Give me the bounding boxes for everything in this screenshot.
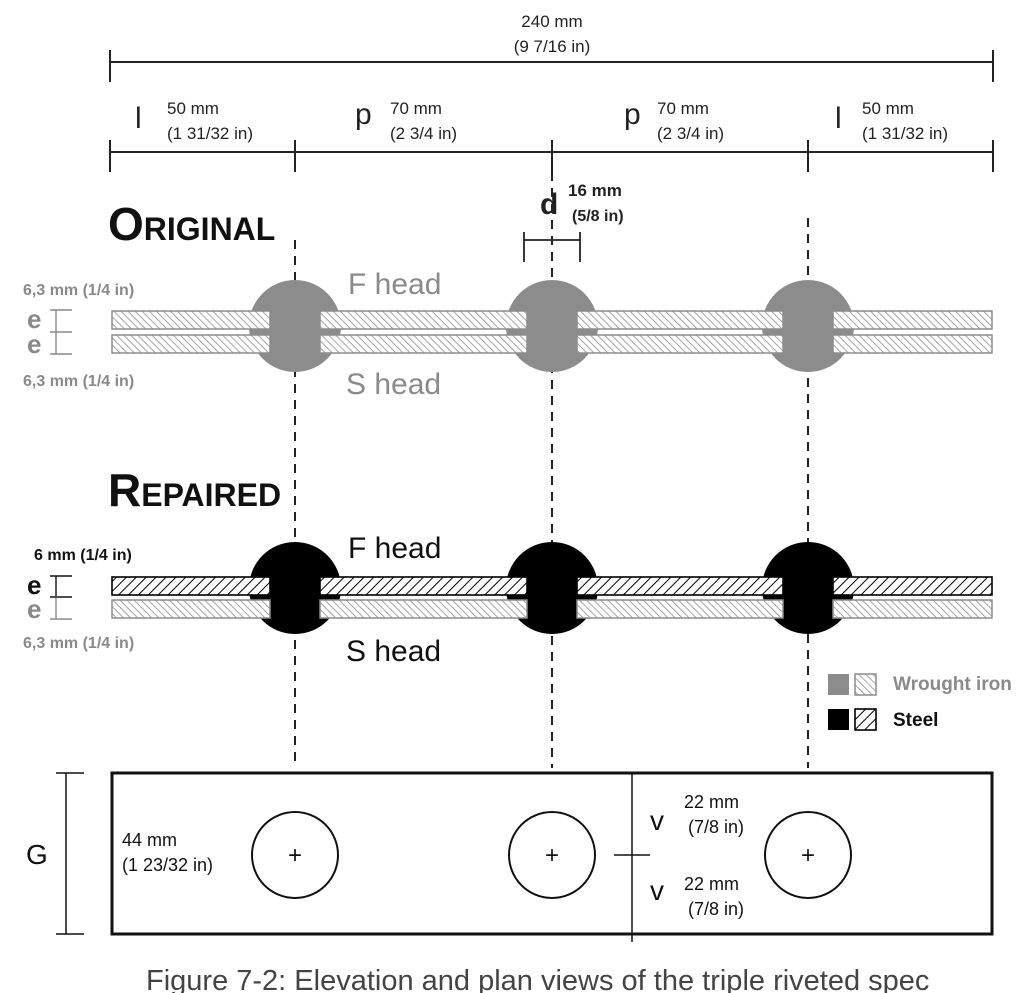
legend-wrought-iron-swatch xyxy=(828,674,849,695)
segment-4-symbol: l xyxy=(835,102,842,135)
diameter-imperial: (5/8 in) xyxy=(572,208,624,225)
original-thickness-top: 6,3 mm (1/4 in) xyxy=(23,282,134,299)
rivet-head xyxy=(249,542,341,634)
repaired-thickness-bottom: 6,3 mm (1/4 in) xyxy=(23,635,134,652)
plate-segment xyxy=(832,334,993,354)
plate-segment xyxy=(111,334,271,354)
v-bottom-symbol: v xyxy=(650,875,664,906)
rivet-centerlines xyxy=(294,172,809,768)
rivet-hole xyxy=(251,811,339,899)
original-thickness-ticks xyxy=(50,309,72,355)
repaired-thickness-ticks xyxy=(50,575,72,620)
hole-center-marker: + xyxy=(545,842,559,869)
repaired-f-head: F head xyxy=(348,532,441,565)
original-e-bottom: e xyxy=(27,329,41,359)
segment-dimensions: l 50 mm (1 31/32 in) p 70 mm (2 3/4 in) … xyxy=(109,98,994,172)
segment-2-symbol: p xyxy=(355,98,372,131)
plate-segment xyxy=(111,310,271,330)
segment-3-imperial: (2 3/4 in) xyxy=(657,124,724,143)
original-f-head: F head xyxy=(348,268,441,301)
plan-view: G 44 mm (1 23/32 in) + + + v 22 mm (7/8 … xyxy=(26,771,994,942)
overall-imperial: (9 7/16 in) xyxy=(514,37,591,56)
plate-segment xyxy=(319,576,528,596)
segment-1-value: 50 mm xyxy=(167,99,219,118)
repaired-title: REPAIRED xyxy=(108,464,281,516)
figure-caption: Figure 7-2: Elevation and plan views of … xyxy=(146,965,929,993)
repaired-e-bottom: e xyxy=(27,594,41,624)
v-top-symbol: v xyxy=(650,805,664,836)
plate-segment xyxy=(832,599,993,619)
hole-center-marker: + xyxy=(801,842,815,869)
plate-segment xyxy=(576,576,784,596)
rivet-head xyxy=(762,542,854,634)
plate-segment xyxy=(319,310,528,330)
rivet-head xyxy=(762,280,854,372)
original-elevation: ORIGINAL F head S head 6,3 mm (1/4 in) 6… xyxy=(23,198,993,401)
segment-3-symbol: p xyxy=(624,98,641,131)
legend-steel-hatch xyxy=(854,708,877,731)
segment-2-value: 70 mm xyxy=(390,99,442,118)
repaired-e-top: e xyxy=(27,570,41,600)
plate-segment xyxy=(576,310,784,330)
original-e-top: e xyxy=(27,304,41,334)
original-s-head: S head xyxy=(346,368,441,401)
segment-4-imperial: (1 31/32 in) xyxy=(862,124,948,143)
segment-1-imperial: (1 31/32 in) xyxy=(167,124,253,143)
diameter-dimension: d 16 mm (5/8 in) xyxy=(523,181,624,262)
rivet-head xyxy=(249,280,341,372)
diameter-symbol: d xyxy=(540,188,558,221)
plate-segment xyxy=(832,310,993,330)
plan-width-value: 44 mm xyxy=(122,830,177,850)
plan-width-imperial: (1 23/32 in) xyxy=(122,855,213,875)
segment-3-value: 70 mm xyxy=(657,99,709,118)
legend-steel-swatch xyxy=(828,709,849,730)
plate-segment xyxy=(576,334,784,354)
segment-1-symbol: l xyxy=(135,102,142,135)
repaired-s-head: S head xyxy=(346,635,441,668)
repaired-thickness-top: 6 mm (1/4 in) xyxy=(34,547,132,564)
plate-segment xyxy=(111,576,271,596)
plate-segment xyxy=(319,599,528,619)
diameter-value: 16 mm xyxy=(568,181,622,200)
plate-segment xyxy=(319,334,528,354)
legend-steel-label: Steel xyxy=(893,710,938,731)
repaired-elevation: REPAIRED F head S head 6 mm (1/4 in) 6,3… xyxy=(23,464,993,668)
rivet-hole xyxy=(508,811,596,899)
segment-2-imperial: (2 3/4 in) xyxy=(390,124,457,143)
original-title: ORIGINAL xyxy=(108,198,275,250)
hole-center-marker: + xyxy=(288,842,302,869)
rivet-hole xyxy=(764,811,852,899)
plate-segment xyxy=(832,576,993,596)
plate-segment xyxy=(576,599,784,619)
overall-value: 240 mm xyxy=(521,12,582,31)
v-top-imperial: (7/8 in) xyxy=(688,817,744,837)
legend-wrought-iron-hatch xyxy=(854,673,877,696)
v-bottom-value: 22 mm xyxy=(684,874,739,894)
g-label: G xyxy=(26,839,48,870)
segment-4-value: 50 mm xyxy=(862,99,914,118)
rivet-head xyxy=(506,280,598,372)
v-bottom-imperial: (7/8 in) xyxy=(688,899,744,919)
original-thickness-bottom: 6,3 mm (1/4 in) xyxy=(23,373,134,390)
rivet-head xyxy=(506,542,598,634)
material-legend: Wrought iron Steel xyxy=(828,673,1012,731)
plate-segment xyxy=(111,599,271,619)
v-top-value: 22 mm xyxy=(684,792,739,812)
overall-dimension: 240 mm (9 7/16 in) xyxy=(109,12,994,82)
legend-wrought-iron-label: Wrought iron xyxy=(893,674,1012,695)
